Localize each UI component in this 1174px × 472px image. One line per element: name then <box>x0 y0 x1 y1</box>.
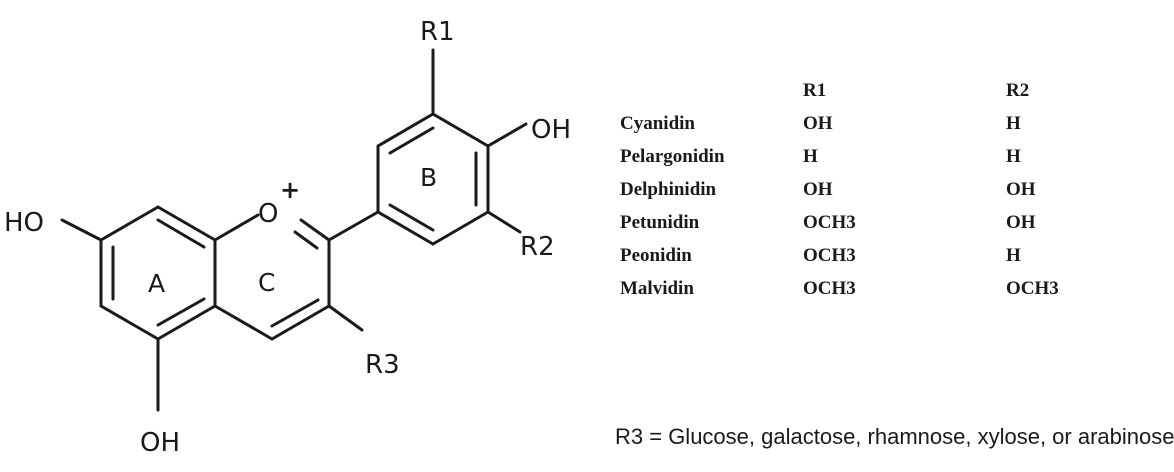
table-row: Pelargonidin H H <box>620 140 1126 173</box>
ring-c-bonds <box>213 213 331 341</box>
r1-value: OH <box>803 178 833 200</box>
anthocyanin-structure: R1 OH R2 HO O + A B C R3 OH <box>4 17 571 458</box>
compound-name: Petunidin <box>620 211 700 233</box>
header-name <box>620 74 803 107</box>
r2-value: OH <box>1006 211 1036 233</box>
oxonium-label: O <box>258 199 278 229</box>
table-row: Cyanidin OH H <box>620 107 1126 140</box>
r1-value: OCH3 <box>803 244 856 266</box>
r1-label: R1 <box>420 17 455 47</box>
r2-value: OH <box>1006 178 1036 200</box>
ring-b-label: B <box>420 163 437 192</box>
table-row: Malvidin OCH3 OCH3 <box>620 272 1126 305</box>
ring-c-label: C <box>258 268 275 297</box>
oh-bottom-label: OH <box>140 428 180 458</box>
r2-label: R2 <box>520 232 555 262</box>
table-row: Peonidin OCH3 H <box>620 239 1126 272</box>
r2-value: OCH3 <box>1006 277 1059 299</box>
compound-name: Pelargonidin <box>620 145 725 167</box>
compound-name: Peonidin <box>620 244 692 266</box>
ring-b-bonds <box>327 112 490 246</box>
table-header-row: R1 R2 <box>620 74 1126 107</box>
ho-left-label: HO <box>4 208 44 238</box>
ring-a-bonds <box>99 205 217 341</box>
r2-value: H <box>1006 145 1021 167</box>
positive-charge: + <box>280 176 300 204</box>
ring-a-label: A <box>148 269 165 298</box>
compound-name: Cyanidin <box>620 112 695 134</box>
r1-value: OH <box>803 112 833 134</box>
oh-top-label: OH <box>531 115 571 145</box>
substituent-bonds <box>60 48 528 412</box>
header-r1: R1 <box>803 79 827 101</box>
r1-value: OCH3 <box>803 211 856 233</box>
r3-label: R3 <box>365 350 400 380</box>
r2-value: H <box>1006 112 1021 134</box>
compound-name: Malvidin <box>620 277 694 299</box>
r1-value: OCH3 <box>803 277 856 299</box>
table-row: Delphinidin OH OH <box>620 173 1126 206</box>
r2-value: H <box>1006 244 1021 266</box>
compound-name: Delphinidin <box>620 178 717 200</box>
r1-value: H <box>803 145 818 167</box>
r3-footnote: R3 = Glucose, galactose, rhamnose, xylos… <box>615 424 1174 449</box>
substituent-table: R1 R2 Cyanidin OH H Pelargonidin H H Del… <box>620 74 1126 305</box>
header-r2: R2 <box>1006 79 1030 101</box>
table-row: Petunidin OCH3 OH <box>620 206 1126 239</box>
